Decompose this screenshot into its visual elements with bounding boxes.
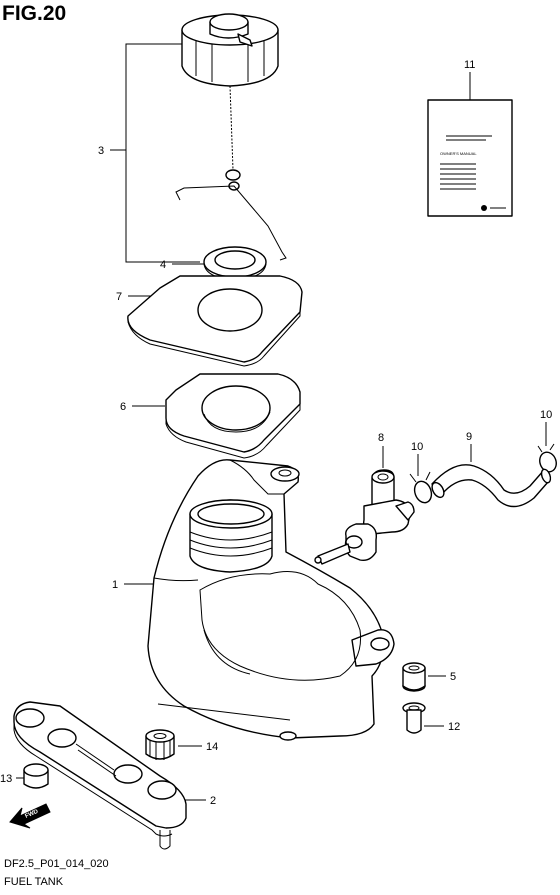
fuel-tank — [147, 459, 395, 741]
callout-2: 2 — [210, 795, 216, 807]
group-3-bracket — [125, 43, 200, 263]
hose-clip-b — [537, 443, 557, 473]
callout-5: 5 — [450, 671, 456, 683]
hose-clip-a — [409, 471, 433, 504]
callout-7: 7 — [116, 291, 122, 303]
forward-label: FWD — [24, 809, 40, 820]
fuel-hose — [431, 464, 552, 508]
owners-manual: OWNER'S MANUAL — [427, 99, 513, 217]
cap-gasket — [203, 246, 267, 281]
callout-14: 14 — [206, 741, 218, 753]
cap-chain — [175, 85, 287, 261]
figure-title: FIG.20 — [2, 2, 67, 25]
callout-3: 3 — [98, 145, 104, 157]
callout-11: 11 — [464, 59, 475, 71]
callout-10a: 10 — [411, 441, 423, 453]
callout-4: 4 — [160, 259, 166, 271]
callout-8: 8 — [378, 432, 384, 444]
manual-heading: OWNER'S MANUAL — [440, 151, 477, 156]
grommet — [402, 662, 426, 692]
callout-10b: 10 — [540, 409, 552, 421]
mount-gasket — [165, 373, 301, 459]
callout-1: 1 — [112, 579, 118, 591]
manual-logo-icon — [481, 205, 487, 211]
callout-13: 13 — [0, 773, 12, 785]
cushion — [23, 763, 49, 789]
diagram-name: FUEL TANK — [4, 876, 64, 888]
tank-grommet — [145, 729, 175, 760]
collar — [402, 702, 426, 734]
forward-arrow-icon: FWD — [9, 803, 51, 829]
mount-plate — [127, 275, 303, 367]
callout-12: 12 — [448, 721, 460, 733]
callout-6: 6 — [120, 401, 126, 413]
tank-base-bracket — [13, 701, 187, 850]
diagram-code: DF2.5_P01_014_020 — [4, 858, 109, 870]
fuel-cock — [314, 469, 415, 565]
callout-9: 9 — [466, 431, 472, 443]
fuel-cap — [181, 13, 279, 87]
